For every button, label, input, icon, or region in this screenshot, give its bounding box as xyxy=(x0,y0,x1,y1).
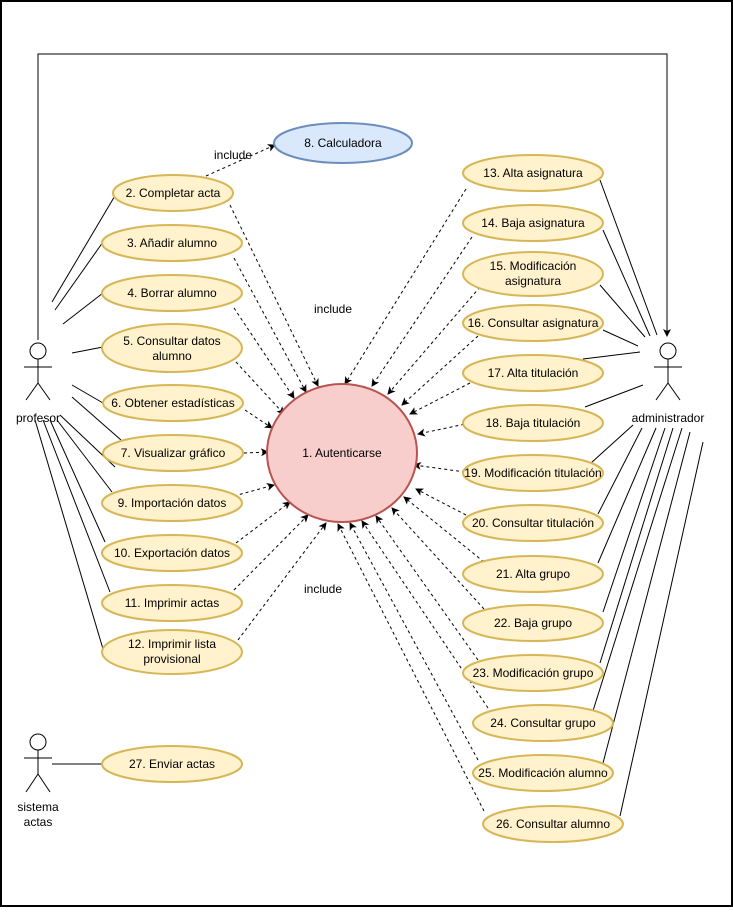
svg-text:asignatura: asignatura xyxy=(505,274,561,288)
actor-profesor-label: profesor xyxy=(16,411,60,425)
actor-sistema-actas-label-line2: actas xyxy=(24,815,53,829)
svg-text:19. Modificación titulación: 19. Modificación titulación xyxy=(464,466,601,480)
include-calculadora-line xyxy=(205,144,276,177)
use-case-imprimir-actas[interactable]: 11. Imprimir actas xyxy=(101,584,243,622)
svg-text:4. Borrar alumno: 4. Borrar alumno xyxy=(127,286,217,300)
include-label-calculadora: include xyxy=(214,148,252,162)
administrador-associations xyxy=(582,179,704,817)
use-case-modificacion-titulacion[interactable]: 19. Modificación titulación xyxy=(462,454,604,492)
svg-text:18. Baja titulación: 18. Baja titulación xyxy=(486,416,581,430)
use-case-baja-grupo[interactable]: 22. Baja grupo xyxy=(462,604,604,642)
svg-text:14. Baja asignatura: 14. Baja asignatura xyxy=(481,216,585,230)
use-case-imprimir-lista-provisional[interactable]: 12. Imprimir lista provisional xyxy=(101,629,243,675)
profesor-associations xyxy=(34,193,122,650)
include-label-bottom: include xyxy=(304,582,342,596)
svg-text:3. Añadir alumno: 3. Añadir alumno xyxy=(127,236,217,250)
svg-text:1. Autenticarse: 1. Autenticarse xyxy=(302,446,382,460)
svg-text:22. Baja grupo: 22. Baja grupo xyxy=(494,616,572,630)
svg-text:17. Alta titulación: 17. Alta titulación xyxy=(488,366,579,380)
use-case-modificacion-grupo[interactable]: 23. Modificación grupo xyxy=(462,654,604,692)
svg-text:21. Alta grupo: 21. Alta grupo xyxy=(496,567,570,581)
use-case-exportacion-datos[interactable]: 10. Exportación datos xyxy=(101,534,243,572)
use-case-visualizar-grafico[interactable]: 7. Visualizar gráfico xyxy=(102,434,244,472)
actor-head-icon xyxy=(29,342,47,360)
use-case-modificacion-asignatura[interactable]: 15. Modificación asignatura xyxy=(462,251,604,297)
svg-text:26. Consultar alumno: 26. Consultar alumno xyxy=(496,817,610,831)
use-case-baja-asignatura[interactable]: 14. Baja asignatura xyxy=(462,204,604,242)
use-case-consultar-asignatura[interactable]: 16. Consultar asignatura xyxy=(462,304,604,342)
svg-text:25. Modificación alumno: 25. Modificación alumno xyxy=(478,766,608,780)
svg-text:8. Calculadora: 8. Calculadora xyxy=(304,136,382,150)
svg-text:13. Alta asignatura: 13. Alta asignatura xyxy=(483,166,583,180)
actor-head-icon xyxy=(29,733,47,751)
use-case-enviar-actas[interactable]: 27. Enviar actas xyxy=(101,745,243,783)
use-case-consultar-titulacion[interactable]: 20. Consultar titulación xyxy=(462,504,604,542)
use-case-alta-titulacion[interactable]: 17. Alta titulación xyxy=(462,354,604,392)
svg-text:7. Visualizar gráfico: 7. Visualizar gráfico xyxy=(121,446,226,460)
svg-text:15. Modificación: 15. Modificación xyxy=(490,259,577,273)
svg-text:20. Consultar titulación: 20. Consultar titulación xyxy=(472,516,594,530)
svg-text:alumno: alumno xyxy=(152,349,192,363)
use-case-importacion-datos[interactable]: 9. Importación datos xyxy=(101,484,243,522)
use-case-alta-grupo[interactable]: 21. Alta grupo xyxy=(462,555,604,593)
actor-administrador-label: administrador xyxy=(632,411,705,425)
use-case-consultar-grupo[interactable]: 24. Consultar grupo xyxy=(472,704,614,742)
use-case-obtener-estadisticas[interactable]: 6. Obtener estadísticas xyxy=(102,384,244,422)
include-label-middle: include xyxy=(314,302,352,316)
svg-text:5. Consultar datos: 5. Consultar datos xyxy=(123,334,220,348)
actor-head-icon xyxy=(659,342,677,360)
svg-text:provisional: provisional xyxy=(143,652,200,666)
use-case-autenticarse[interactable]: 1. Autenticarse xyxy=(266,383,418,523)
use-case-baja-titulacion[interactable]: 18. Baja titulación xyxy=(462,404,604,442)
svg-text:9. Importación datos: 9. Importación datos xyxy=(118,496,227,510)
svg-text:6. Obtener estadísticas: 6. Obtener estadísticas xyxy=(111,396,234,410)
svg-text:12. Imprimir lista: 12. Imprimir lista xyxy=(128,637,216,651)
actor-sistema-actas[interactable]: sistema actas xyxy=(17,733,59,829)
svg-text:11. Imprimir actas: 11. Imprimir actas xyxy=(125,596,219,610)
use-case-modificacion-alumno[interactable]: 25. Modificación alumno xyxy=(472,754,614,792)
use-case-borrar-alumno[interactable]: 4. Borrar alumno xyxy=(101,274,243,312)
use-case-completar-acta[interactable]: 2. Completar acta xyxy=(112,174,234,212)
use-case-alta-asignatura[interactable]: 13. Alta asignatura xyxy=(462,154,604,192)
svg-text:23. Modificación grupo: 23. Modificación grupo xyxy=(473,666,594,680)
actor-sistema-actas-label-line1: sistema xyxy=(17,800,59,814)
svg-text:27. Enviar actas: 27. Enviar actas xyxy=(129,757,215,771)
use-case-consultar-alumno[interactable]: 26. Consultar alumno xyxy=(482,805,624,843)
svg-text:24. Consultar grupo: 24. Consultar grupo xyxy=(490,716,596,730)
include-arrows-left xyxy=(229,204,327,641)
use-case-anadir-alumno[interactable]: 3. Añadir alumno xyxy=(101,224,243,262)
svg-text:10. Exportación datos: 10. Exportación datos xyxy=(114,546,230,560)
svg-text:16. Consultar asignatura: 16. Consultar asignatura xyxy=(468,316,599,330)
svg-text:2. Completar acta: 2. Completar acta xyxy=(126,186,221,200)
actor-profesor[interactable]: profesor xyxy=(16,342,60,425)
generalization-line xyxy=(37,53,671,340)
actor-administrador[interactable]: administrador xyxy=(632,342,705,425)
use-case-calculadora[interactable]: 8. Calculadora xyxy=(273,122,413,164)
use-case-consultar-datos-alumno[interactable]: 5. Consultar datos alumno xyxy=(101,323,243,373)
